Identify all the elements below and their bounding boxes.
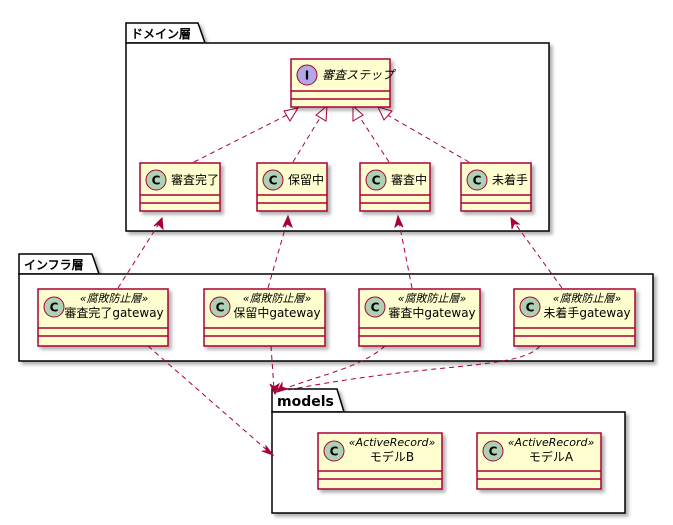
class-stereotype: «腐敗防止層» — [243, 292, 312, 305]
class-stereotype: «腐敗防止層» — [553, 292, 622, 305]
class-shinsachu-gateway[interactable]: C «腐敗防止層» 審査中gateway — [358, 288, 481, 347]
class-badge: C — [330, 445, 339, 459]
interface-shinsa-step[interactable]: I 審査ステップ — [290, 58, 397, 108]
class-badge: C — [526, 301, 535, 315]
class-michakushu-gateway[interactable]: C «腐敗防止層» 未着手gateway — [513, 288, 636, 347]
class-badge: C — [269, 174, 278, 188]
class-shinsachu[interactable]: C 審査中 — [359, 162, 431, 212]
class-horyuchu[interactable]: C 保留中 — [256, 162, 328, 212]
class-name: 未着手 — [492, 172, 528, 187]
class-name: 保留中gateway — [233, 305, 320, 320]
class-icon — [482, 440, 504, 462]
models-package-label: models — [277, 394, 334, 410]
realization-line-1 — [193, 112, 292, 163]
class-badge: C — [152, 174, 161, 188]
class-badge: C — [216, 301, 225, 315]
interface-name: 審査ステップ — [322, 68, 397, 82]
dependency-lines — [117, 221, 563, 289]
realization-line-3 — [356, 112, 390, 163]
class-icon — [364, 296, 386, 318]
class-icon — [519, 296, 541, 318]
model-dep-line-2 — [270, 345, 275, 390]
realization-head-2 — [315, 104, 328, 122]
realization-heads — [283, 104, 393, 122]
class-icon — [262, 169, 284, 191]
class-horyuchu-gateway[interactable]: C «腐敗防止層» 保留中gateway — [203, 288, 326, 347]
class-name: 審査完了 — [171, 172, 219, 187]
class-icon — [43, 296, 65, 318]
class-name: 審査中gateway — [388, 305, 475, 320]
realization-line-4 — [383, 112, 470, 163]
class-badge: C — [489, 445, 498, 459]
dep-head-1 — [153, 216, 164, 231]
model-dep-line-4 — [287, 345, 541, 391]
class-icon — [209, 296, 231, 318]
model-dep-line-3 — [280, 345, 386, 391]
class-badge: C — [50, 301, 59, 315]
dep-line-3 — [398, 221, 413, 289]
dep-line-2 — [267, 221, 288, 289]
class-stereotype: «腐敗防止層» — [398, 292, 467, 305]
model-dependency-lines — [147, 345, 541, 452]
class-model-b[interactable]: C «ActiveRecord» モデルB — [317, 432, 443, 490]
class-name: 未着手gateway — [543, 305, 630, 320]
model-dep-head-3 — [275, 381, 289, 393]
class-stereotype: «腐敗防止層» — [80, 292, 149, 305]
class-name: 審査完了gateway — [64, 305, 163, 320]
realization-arrows — [193, 112, 470, 163]
interface-badge: I — [305, 69, 309, 83]
dep-line-4 — [513, 221, 563, 289]
dep-head-2 — [282, 214, 293, 229]
dependency-heads — [153, 214, 521, 231]
model-dep-head-1 — [261, 444, 275, 457]
realization-line-2 — [292, 112, 324, 163]
infra-package-label: インフラ層 — [24, 258, 84, 272]
class-badge: C — [372, 174, 381, 188]
class-icon — [323, 440, 345, 462]
model-dependency-heads — [261, 381, 289, 457]
dep-head-3 — [394, 214, 404, 229]
class-badge: C — [473, 174, 482, 188]
class-stereotype: «ActiveRecord» — [508, 436, 595, 449]
model-dep-head-2 — [269, 382, 281, 396]
class-icon — [145, 169, 167, 191]
class-name: モデルA — [529, 449, 574, 464]
class-shinsa-kanryo-gateway[interactable]: C «腐敗防止層» 審査完了gateway — [37, 288, 169, 347]
class-name: モデルB — [370, 449, 414, 464]
interface-icon — [296, 64, 318, 86]
class-name: 保留中 — [288, 172, 324, 187]
class-stereotype: «ActiveRecord» — [349, 436, 436, 449]
realization-head-3 — [352, 104, 364, 122]
class-badge: C — [371, 301, 380, 315]
dep-line-1 — [117, 221, 161, 289]
class-icon — [365, 169, 387, 191]
class-shinsa-kanryo[interactable]: C 審査完了 — [139, 162, 221, 212]
realization-head-4 — [377, 106, 393, 121]
domain-package-label: ドメイン層 — [131, 27, 191, 41]
dep-head-4 — [510, 216, 521, 230]
class-name: 審査中 — [391, 172, 427, 187]
class-michakushu[interactable]: C 未着手 — [460, 162, 532, 212]
class-icon — [466, 169, 488, 191]
realization-head-1 — [283, 107, 300, 122]
class-model-a[interactable]: C «ActiveRecord» モデルA — [476, 432, 602, 490]
